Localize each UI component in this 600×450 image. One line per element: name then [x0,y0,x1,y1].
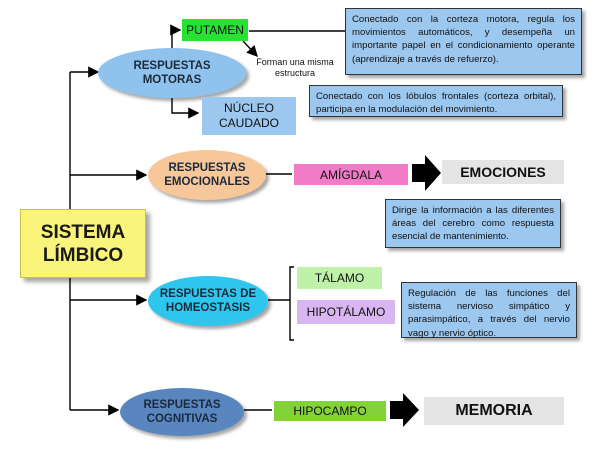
box-putamen: PUTAMEN [182,19,248,41]
label-amigdala: AMÍGDALA [319,167,382,182]
label-respuestas-cognitivas: RESPUESTAS COGNITIVAS [143,399,221,425]
bracket [289,266,294,341]
main-title-box: SISTEMA LÍMBICO [20,209,146,278]
note-hipotalamo: Regulación de las funciones del sistema … [401,282,577,339]
label-emociones: EMOCIONES [460,164,546,180]
label-talamo: TÁLAMO [314,271,365,285]
note-caudado-text: Conectado con los lóbulos frontales (cor… [316,91,556,116]
note-caudado: Conectado con los lóbulos frontales (cor… [309,85,563,117]
box-talamo: TÁLAMO [297,267,382,289]
note-amigdala-text: Dirige la información a las diferentes á… [392,205,554,243]
ellipse-respuestas-emocionales: RESPUESTAS EMOCIONALES [148,150,266,200]
box-memoria: MEMORIA [424,397,564,425]
box-amigdala: AMÍGDALA [294,164,408,185]
main-title: SISTEMA LÍMBICO [40,221,126,266]
label-respuestas-emocionales: RESPUESTAS EMOCIONALES [164,162,250,188]
label-respuestas-motoras: RESPUESTAS MOTORAS [133,60,211,86]
note-putamen-text: Conectado con la corteza motora, regula … [352,14,575,65]
label-respuestas-homeostasis: RESPUESTAS DE HOMEOSTASIS [159,288,257,314]
box-hipotalamo: HIPOTÁLAMO [297,300,395,324]
ellipse-respuestas-homeostasis: RESPUESTAS DE HOMEOSTASIS [148,276,268,326]
line-to-caudado [171,92,200,119]
note-hipotalamo-text: Regulación de las funciones del sistema … [408,288,570,339]
box-emociones: EMOCIONES [442,160,564,184]
ellipse-respuestas-cognitivas: RESPUESTAS COGNITIVAS [120,388,244,436]
box-hipocampo: HIPOCAMPO [274,401,386,421]
ellipse-respuestas-motoras: RESPUESTAS MOTORAS [98,48,246,98]
block-arrow-memoria [390,393,419,427]
label-hipotalamo: HIPOTÁLAMO [306,305,386,319]
box-nucleo-caudado: NÚCLEO CAUDADO [202,97,296,135]
label-hipocampo: HIPOCAMPO [293,404,367,418]
note-putamen: Conectado con la corteza motora, regula … [345,8,582,75]
label-putamen: PUTAMEN [186,23,244,37]
line-misma-estructura [242,40,258,58]
label-nucleo-caudado: NÚCLEO CAUDADO [218,101,279,130]
label-misma-estructura: Forman una misma estructura [256,57,334,78]
note-amigdala: Dirige la información a las diferentes á… [385,199,561,248]
text-misma-estructura: Forman una misma estructura [251,57,339,79]
block-arrow-emociones [412,155,441,191]
label-memoria: MEMORIA [455,402,533,419]
line-to-putamen [170,24,182,52]
